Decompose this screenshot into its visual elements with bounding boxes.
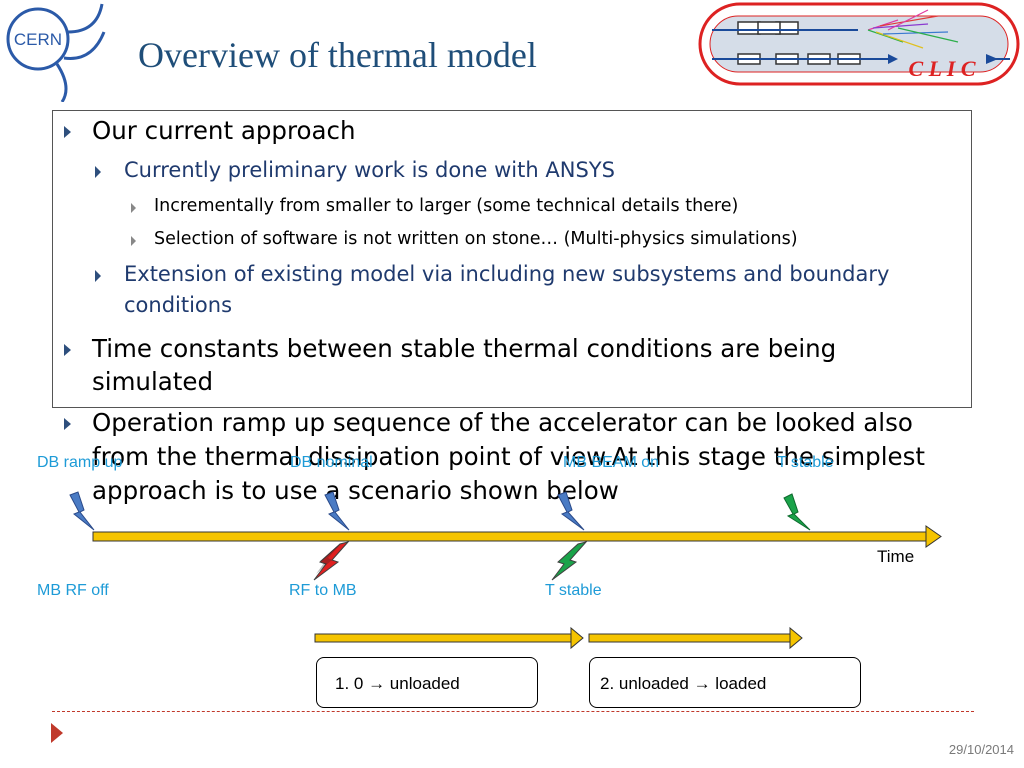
bolt-t-stable-bottom-icon <box>551 541 588 581</box>
bullet-arrow-icon <box>64 418 71 430</box>
clic-logo: C L I C <box>698 2 1022 86</box>
label-mb-beam-on: MB BEAM on <box>563 454 660 471</box>
phase2-label: 2. unloaded → loaded <box>600 674 767 693</box>
bullet-arrow-icon <box>95 166 101 178</box>
bullet-l2-cont: conditions <box>124 293 233 317</box>
cern-logo: CERN <box>2 2 106 103</box>
bolt-db-nominal-icon <box>324 491 350 531</box>
label-rf-to-mb: RF to MB <box>289 582 357 599</box>
bullet-l2: Extension of existing model via includin… <box>124 262 890 286</box>
bullet-l1: Time constants between stable thermal co… <box>92 334 837 363</box>
phase1-label: 1. 0 → unloaded <box>335 674 460 693</box>
bullet-arrow-icon <box>64 344 71 356</box>
bullet-l1-cont: approach is to use a scenario shown belo… <box>92 476 619 505</box>
bolt-rf-to-mb-icon <box>313 541 350 581</box>
page-title: Overview of thermal model <box>138 35 537 75</box>
bullet-l3: Selection of software is not written on … <box>154 229 798 249</box>
bullet-arrow-icon <box>131 203 136 213</box>
bullet-l2: Currently preliminary work is done with … <box>124 158 615 182</box>
bolt-t-stable-top-icon <box>783 493 811 531</box>
bullet-arrow-icon <box>131 236 136 246</box>
bullet-arrow-icon <box>95 270 101 282</box>
label-t-stable-top: T stable <box>777 454 834 471</box>
bullet-l1: Operation ramp up sequence of the accele… <box>92 408 913 437</box>
label-mb-rf-off: MB RF off <box>37 582 109 599</box>
bullet-l1-cont: simulated <box>92 367 214 396</box>
phase2-box: 2. unloaded → loaded <box>589 657 861 708</box>
bolt-mb-beam-on-icon <box>557 491 585 531</box>
phase1-arrow <box>314 626 584 650</box>
label-t-stable-bottom: T stable <box>545 582 602 599</box>
svg-text:C L I C: C L I C <box>908 56 975 81</box>
timeline-diagram <box>69 491 942 650</box>
svg-text:CERN: CERN <box>14 30 62 49</box>
label-db-nominal: DB nominal <box>290 454 373 471</box>
content-box <box>52 110 972 408</box>
slide-marker-icon <box>51 723 63 743</box>
phase1-box: 1. 0 → unloaded <box>316 657 538 708</box>
time-axis-label: Time <box>877 547 915 566</box>
bullet-l3: Incrementally from smaller to larger (so… <box>154 196 739 216</box>
bullet-arrow-icon <box>64 126 71 138</box>
footer-date: 29/10/2014 <box>948 742 1014 757</box>
phase2-arrow <box>588 626 803 650</box>
bullet-l1-cont: from the thermal dissipation point of vi… <box>92 442 925 471</box>
bullet-l1: Our current approach <box>92 116 356 145</box>
bolt-db-ramp-up-icon <box>69 491 95 531</box>
time-axis-arrow <box>92 525 942 548</box>
footer-divider <box>52 711 974 712</box>
label-db-ramp-up: DB ramp up <box>37 454 123 471</box>
